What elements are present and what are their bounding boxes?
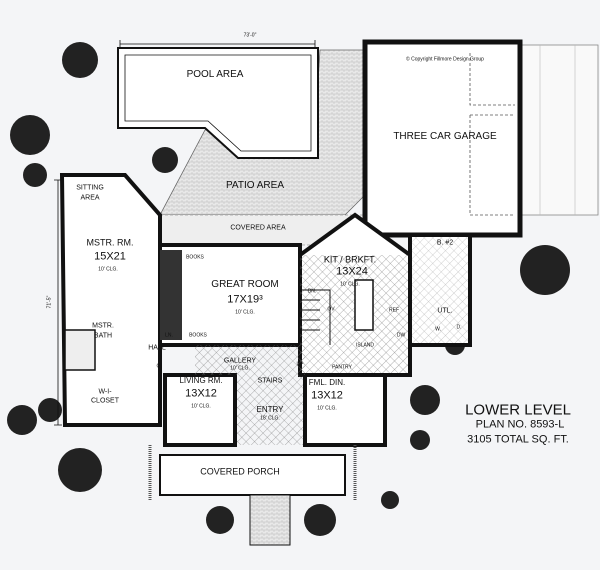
pantry-label: PANTRY	[332, 364, 352, 371]
gallery-label: GALLERY	[223, 357, 257, 365]
depth-dimension: 71'-5"	[46, 295, 53, 309]
stairs-label: STAIRS	[257, 377, 283, 385]
plan-number: PLAN NO. 8593-L	[475, 418, 565, 431]
pool-area-label: POOL AREA	[186, 69, 244, 80]
kitchen-size: 13X24	[336, 265, 368, 278]
living-room-size: 13X12	[185, 387, 217, 400]
entry-label: ENTRY	[256, 405, 284, 414]
master-room-size: 15X21	[94, 250, 126, 263]
great-room-size: 17X19³	[227, 293, 263, 306]
entry-ceiling: 18' CLG.	[260, 415, 280, 422]
garage-label: THREE CAR GARAGE	[393, 131, 497, 142]
covered-porch-label: COVERED PORCH	[200, 466, 280, 477]
covered-area-label: COVERED AREA	[230, 224, 286, 232]
closet-c-label: C.	[156, 363, 162, 370]
refrigerator-label: REF	[389, 307, 399, 314]
books-label-top: BOOKS	[186, 254, 204, 261]
great-room-ceiling: 10' CLG.	[235, 309, 255, 316]
sitting-area-label-1: SITTING	[76, 184, 104, 192]
closet-label-2: CLOSET	[90, 397, 120, 405]
hall-label: HALL	[148, 344, 166, 352]
total-square-feet: 3105 TOTAL SQ. FT.	[467, 433, 569, 446]
width-dimension: 73'-0"	[243, 32, 257, 39]
master-bath-label-2: BATH	[93, 332, 113, 340]
up-stairs-label: UP	[296, 361, 304, 368]
living-room-ceiling: 10' CLG.	[191, 403, 211, 410]
dining-room-ceiling: 10' CLG.	[317, 405, 337, 412]
great-room-name: GREAT ROOM	[211, 279, 279, 290]
washer-label: W.	[435, 326, 441, 333]
gallery-ceiling: 10' CLG.	[230, 365, 250, 372]
kitchen-name: KIT / BRKFT.	[323, 254, 377, 265]
kitchen-ceiling: 10' CLG.	[340, 281, 360, 288]
utility-label: UTL.	[437, 307, 453, 315]
dining-room-size: 13X12	[311, 389, 343, 402]
master-room-name: MSTR. RM.	[86, 237, 134, 248]
dishwasher-label: DW	[396, 332, 406, 339]
master-room-ceiling: 10' CLG.	[98, 266, 118, 273]
down-stairs-label: DN.	[307, 288, 317, 295]
level-title: LOWER LEVEL	[465, 401, 571, 419]
living-room-name: LIVING RM.	[179, 376, 223, 385]
linen-label: LN.	[165, 332, 173, 339]
sitting-area-label-2: AREA	[80, 194, 100, 202]
copyright-notice: © Copyright Fillmore Design Group	[406, 56, 484, 63]
master-bath-label-1: MSTR.	[92, 322, 114, 330]
island-label: ISLAND	[355, 342, 375, 349]
patio-area-label: PATIO AREA	[226, 180, 284, 191]
dryer-label: D.	[456, 324, 462, 331]
books-label-bottom: BOOKS	[189, 332, 207, 339]
closet-label-1: W-I-	[98, 388, 112, 396]
oven-label: OV	[327, 306, 335, 313]
landscaping-trees	[7, 42, 570, 536]
dining-room-name: FML. DIN.	[308, 378, 346, 387]
bath-2-label: B. #2	[436, 239, 454, 247]
